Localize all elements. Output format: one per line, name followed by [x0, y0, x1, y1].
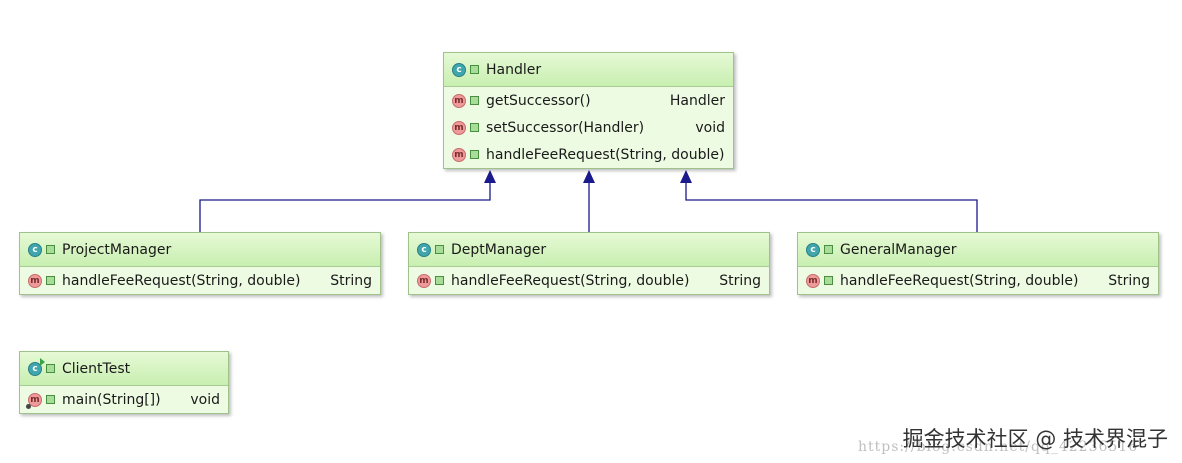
class-icon: c	[417, 242, 431, 257]
class-name: DeptManager	[451, 241, 547, 258]
method-icon: m	[417, 273, 431, 288]
method-icon: m	[28, 273, 42, 288]
method-return-type: String	[719, 272, 761, 289]
class-header[interactable]: c Handler	[444, 53, 733, 87]
class-name: GeneralManager	[840, 241, 957, 258]
watermark: 掘金技术社区 @ 技术界混子	[902, 427, 1168, 451]
class-header[interactable]: c ClientTest	[20, 352, 228, 386]
static-method-icon: m	[26, 392, 42, 409]
class-project-manager[interactable]: c ProjectManager m handleFeeRequest(Stri…	[19, 232, 381, 295]
project-manager-extends-line	[199, 180, 491, 232]
class-icon: c	[452, 62, 466, 77]
class-handler[interactable]: c Handler m getSuccessor() Handler m set…	[443, 52, 734, 169]
method-signature: handleFeeRequest(String, double)	[451, 272, 690, 289]
project-manager-arrowhead	[484, 170, 496, 183]
method-return-type: String	[330, 272, 372, 289]
run-badge-icon	[40, 357, 45, 366]
class-icon-letter: c	[32, 363, 38, 374]
public-visibility-icon	[46, 395, 55, 404]
method-return-type: String	[1108, 272, 1150, 289]
watermark-url: https://blog.csdn.net/qq_42236516	[858, 439, 1139, 455]
method-icon: m	[452, 120, 466, 135]
class-name: ClientTest	[62, 360, 131, 377]
method-return-type: Handler	[669, 92, 725, 109]
method-return-type: void	[695, 119, 725, 136]
public-visibility-icon	[824, 245, 833, 254]
method-icon: m	[452, 93, 466, 108]
method-signature: handleFeeRequest(String, double)	[840, 272, 1079, 289]
public-visibility-icon	[470, 150, 479, 159]
public-visibility-icon	[435, 245, 444, 254]
class-general-manager[interactable]: c GeneralManager m handleFeeRequest(Stri…	[797, 232, 1159, 295]
public-visibility-icon	[46, 364, 55, 373]
method-signature: getSuccessor()	[486, 92, 591, 109]
class-icon: c	[28, 242, 42, 257]
method-signature: handleFeeRequest(String, double)	[486, 146, 725, 163]
method-row[interactable]: m handleFeeRequest(String, double) Strin…	[409, 267, 769, 294]
method-row[interactable]: m handleFeeRequest(String, double)	[444, 141, 733, 168]
public-visibility-icon	[46, 276, 55, 285]
public-visibility-icon	[46, 245, 55, 254]
method-icon: m	[452, 147, 466, 162]
method-row[interactable]: m setSuccessor(Handler) void	[444, 114, 733, 141]
class-header[interactable]: c DeptManager	[409, 233, 769, 267]
method-row[interactable]: m handleFeeRequest(String, double) Strin…	[798, 267, 1158, 294]
static-badge-icon	[26, 403, 31, 409]
method-row[interactable]: m main(String[]) void	[20, 386, 228, 413]
runnable-class-icon: c	[28, 357, 45, 376]
method-row[interactable]: m getSuccessor() Handler	[444, 87, 733, 114]
dept-manager-arrowhead	[583, 170, 595, 183]
method-signature: handleFeeRequest(String, double)	[62, 272, 301, 289]
class-icon: c	[806, 242, 820, 257]
method-signature: setSuccessor(Handler)	[486, 119, 645, 136]
class-name: Handler	[486, 61, 542, 78]
general-manager-extends-line	[685, 180, 978, 232]
class-client-test[interactable]: c ClientTest m main(String[]) void	[19, 351, 229, 414]
method-row[interactable]: m handleFeeRequest(String, double) Strin…	[20, 267, 380, 294]
public-visibility-icon	[824, 276, 833, 285]
class-header[interactable]: c GeneralManager	[798, 233, 1158, 267]
public-visibility-icon	[470, 96, 479, 105]
method-icon-letter: m	[30, 394, 40, 405]
method-return-type: void	[190, 391, 220, 408]
class-dept-manager[interactable]: c DeptManager m handleFeeRequest(String,…	[408, 232, 770, 295]
method-icon: m	[806, 273, 820, 288]
public-visibility-icon	[470, 123, 479, 132]
method-signature: main(String[])	[62, 391, 161, 408]
class-name: ProjectManager	[62, 241, 172, 258]
public-visibility-icon	[470, 65, 479, 74]
class-header[interactable]: c ProjectManager	[20, 233, 380, 267]
general-manager-arrowhead	[680, 170, 692, 183]
public-visibility-icon	[435, 276, 444, 285]
